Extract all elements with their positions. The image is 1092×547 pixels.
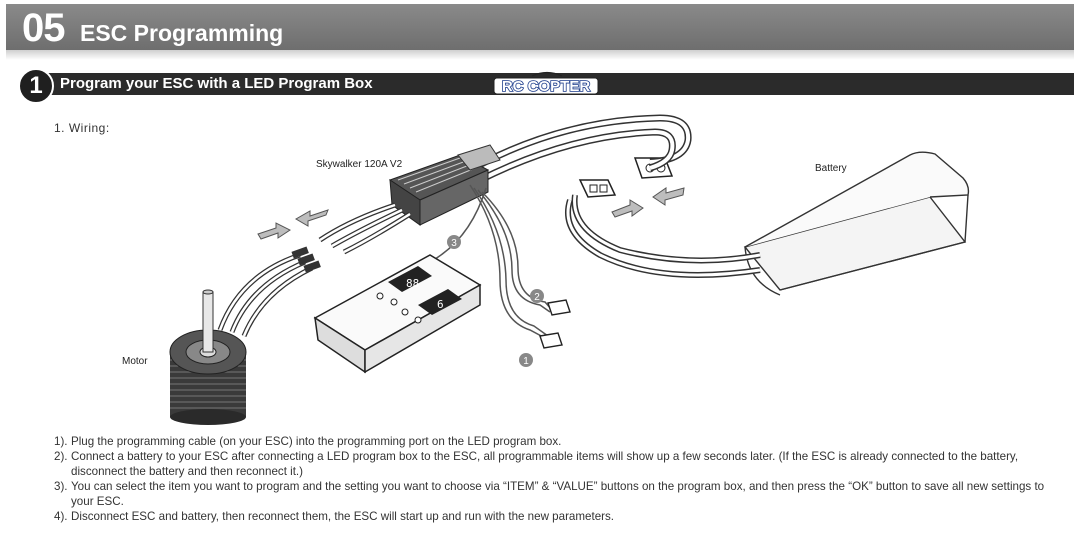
banner-shadow (6, 50, 1074, 60)
step-text: Connect a battery to your ESC after conn… (71, 450, 1019, 478)
step-text: You can select the item you want to prog… (71, 480, 1045, 508)
step-item: 3). You can select the item you want to … (54, 479, 1054, 509)
step-text: Plug the programming cable (on your ESC)… (71, 435, 562, 448)
step-number: 3). (54, 480, 68, 493)
motor (169, 289, 247, 425)
esc-label: Skywalker 120A V2 (316, 159, 403, 170)
battery-label: Battery (815, 163, 847, 174)
instruction-steps: 1). Plug the programming cable (on your … (54, 434, 1054, 524)
header-banner: 05 ESC Programming (6, 4, 1074, 50)
section-number: 05 (22, 6, 65, 50)
program-plugs (539, 299, 571, 349)
display-left: 88 (406, 277, 419, 290)
step-item: 2). Connect a battery to your ESC after … (54, 449, 1054, 479)
svg-text:3: 3 (451, 238, 457, 249)
display-right: 6 (437, 298, 444, 311)
rc-copter-logo: RC COPTER (493, 71, 599, 96)
svg-text:2: 2 (534, 292, 540, 303)
callout-2: 2 (530, 289, 544, 303)
battery (743, 151, 970, 296)
step-number: 4). (54, 510, 68, 523)
wiring-heading: 1. Wiring: (54, 121, 110, 135)
step-number: 1). (54, 435, 68, 448)
motor-label: Motor (122, 356, 148, 367)
page-title: ESC Programming (80, 20, 284, 46)
section-title: Program your ESC with a LED Program Box (60, 75, 373, 92)
bullet-connectors (291, 246, 321, 273)
step-text: Disconnect ESC and battery, then reconne… (71, 510, 615, 523)
step-number: 2). (54, 450, 68, 463)
battery-connector (578, 179, 617, 198)
callout-1: 1 (519, 353, 533, 367)
step-item: 1). Plug the programming cable (on your … (54, 434, 1054, 449)
step-item: 4). Disconnect ESC and battery, then rec… (54, 509, 1054, 524)
svg-text:1: 1 (523, 356, 529, 367)
led-program-box: 88 6 (313, 254, 482, 374)
callout-3: 3 (447, 235, 461, 249)
section-badge: 1 (18, 68, 54, 104)
esc (388, 144, 501, 226)
logo-text: RC COPTER (502, 78, 591, 95)
